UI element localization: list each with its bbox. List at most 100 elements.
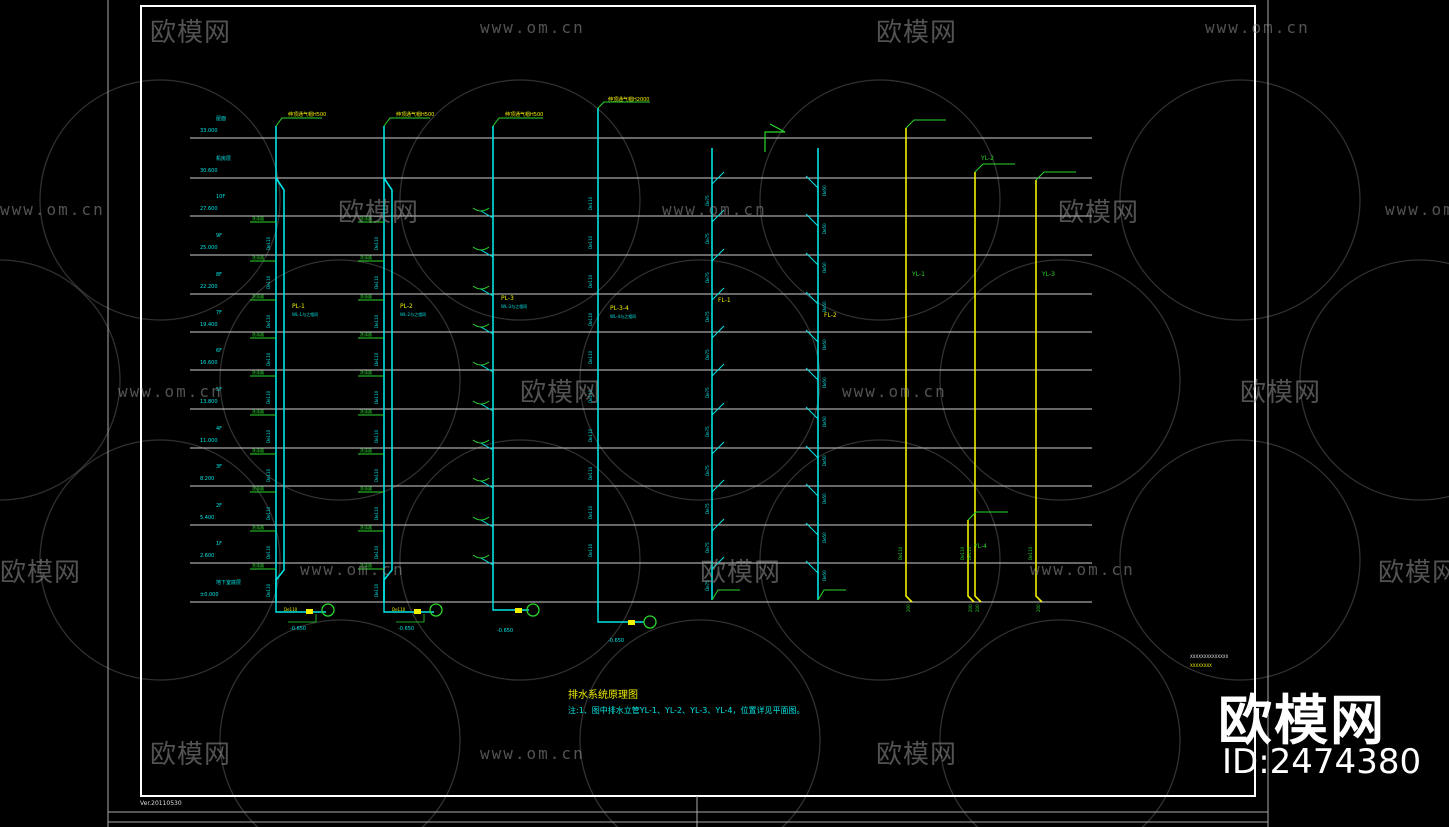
floor-drain [472, 285, 490, 290]
floor-elevation: 25.000 [200, 245, 218, 251]
pipe-size-label: De110 [266, 236, 271, 250]
drain-branch [480, 480, 494, 489]
pipe-size-label: De50 [822, 455, 827, 466]
title-block-line2: XXXXXXXX [1190, 663, 1212, 668]
riser-YL-2 [974, 172, 982, 603]
floor-name: 9F [216, 233, 222, 239]
pipe-size-label: De75 [705, 426, 710, 437]
pipe-size-label: De50 [822, 223, 827, 234]
fixture-label: 洗涤器 [252, 447, 264, 453]
roof-drain-leader [905, 119, 946, 129]
branch-pipe [711, 287, 725, 301]
floor-name: 6F [216, 348, 222, 354]
fixture-label: 洗涤器 [252, 254, 264, 260]
outlet-pipe [492, 602, 529, 611]
fixture-label: 洗涤器 [252, 293, 264, 299]
riser-tag: PL-1 [292, 303, 305, 310]
outlet-size: De110 [284, 607, 298, 612]
valve-symbol [414, 609, 421, 614]
valve-symbol [628, 620, 635, 625]
base-label: 200 [975, 604, 980, 612]
watermark-url: www.om.cn [0, 200, 105, 219]
branch-pipe [711, 556, 725, 570]
pipe-size-label: De75 [705, 580, 710, 591]
branch-pipe [805, 483, 819, 497]
watermark-cn: 欧模网 [876, 740, 958, 770]
riser-tag: FL-1 [718, 297, 731, 304]
branch-pipe [711, 171, 725, 185]
fixture-label: 洗涤器 [360, 485, 372, 491]
fixture-label: 洗涤器 [360, 369, 372, 375]
branch-pipe [805, 252, 819, 266]
pipe-size-label: De110 [374, 506, 379, 520]
floor-drain [472, 207, 490, 212]
watermark-cn: 欧模网 [1240, 378, 1322, 408]
title-block-line1: XXXXXXXXXXXXXX [1190, 654, 1229, 659]
watermark-url: www.om.cn [118, 382, 223, 401]
riser-tag: YL-3 [1041, 271, 1055, 278]
fixture-label: 洗涤器 [252, 331, 264, 337]
watermark-url: www.om.cn [480, 18, 585, 37]
pipe-size-label: De110 [374, 390, 379, 404]
pipe-size-label: De110 [588, 196, 593, 210]
outlet-leader [711, 589, 740, 601]
fixture-label: 洗涤器 [252, 369, 264, 375]
floor-elevation: 27.600 [200, 206, 218, 212]
pipe-size-label: De75 [705, 542, 710, 553]
pipe-size-label: De110 [266, 429, 271, 443]
pipe-size-label: De110 [374, 545, 379, 559]
pipe-labels: 伸顶通气帽H500洗涤器De110洗涤器De110洗涤器De110洗涤器De11… [252, 96, 1055, 644]
riser-note: WL-3与之相同 [501, 303, 527, 309]
pipe-size-label: De110 [1028, 546, 1033, 560]
watermark-cn: 欧模网 [150, 740, 232, 770]
watermark-cn: 欧模网 [1058, 198, 1140, 228]
pipe-size-label: De110 [374, 429, 379, 443]
pipe-size-label: De75 [705, 503, 710, 514]
watermark-cn: 欧模网 [520, 378, 602, 408]
outlet-depth: -0.650 [608, 638, 624, 644]
floor-elevation: 5.400 [200, 515, 214, 521]
depth-leader [288, 614, 317, 623]
pipe-size-label: De110 [266, 352, 271, 366]
pipe-size-label: De110 [374, 275, 379, 289]
watermark-url: www.om.cn [300, 560, 405, 579]
branch-pipe [711, 402, 725, 416]
valve-symbol [515, 608, 522, 613]
fixture-label: 洗涤器 [360, 524, 372, 530]
vent-leader [492, 117, 543, 127]
floor-elevation: 11.000 [200, 438, 218, 444]
valve-symbol [306, 609, 313, 614]
floor-labels: 屋面33.000机房层30.60010F27.6009F25.0008F22.2… [200, 116, 241, 598]
vent-label: 伸顶通气帽H500 [505, 111, 543, 118]
fixture-label: 洗涤器 [360, 562, 372, 568]
base-label: 200 [968, 604, 973, 612]
pipe-size-label: De50 [822, 301, 827, 312]
roof-vent-fitting [764, 123, 786, 152]
pipe-size-label: De110 [588, 312, 593, 326]
branch-pipe [711, 325, 725, 339]
pipe-size-label: De110 [374, 352, 379, 366]
floor-drain [472, 477, 490, 482]
pipe-size-label: De110 [266, 468, 271, 482]
floor-drain [472, 554, 490, 559]
pipe-size-label: De110 [588, 505, 593, 519]
base-label: 200 [1036, 604, 1041, 612]
vent-label: 伸顶通气帽H500 [288, 111, 326, 118]
pipe-size-label: De110 [266, 506, 271, 520]
riser-tag: PL-3-4 [610, 305, 629, 312]
vent-leader [383, 117, 430, 127]
floor-drain [472, 400, 490, 405]
floor-elevation: 13.800 [200, 399, 218, 405]
floor-name: 机房层 [216, 155, 231, 162]
fixture-label: 洗涤器 [360, 408, 372, 414]
pipe-size-label: De110 [898, 546, 903, 560]
floor-name: 1F [216, 541, 222, 547]
floor-elevation: 19.400 [200, 322, 218, 328]
pipe-size-label: De50 [822, 493, 827, 504]
pipe-size-label: De50 [822, 377, 827, 388]
branch-pipe [805, 367, 819, 381]
riser-note: WL-2与之相同 [400, 311, 426, 317]
pipe-size-label: De110 [374, 583, 379, 597]
drain-branch [480, 326, 494, 335]
floor-name: 8F [216, 272, 222, 278]
